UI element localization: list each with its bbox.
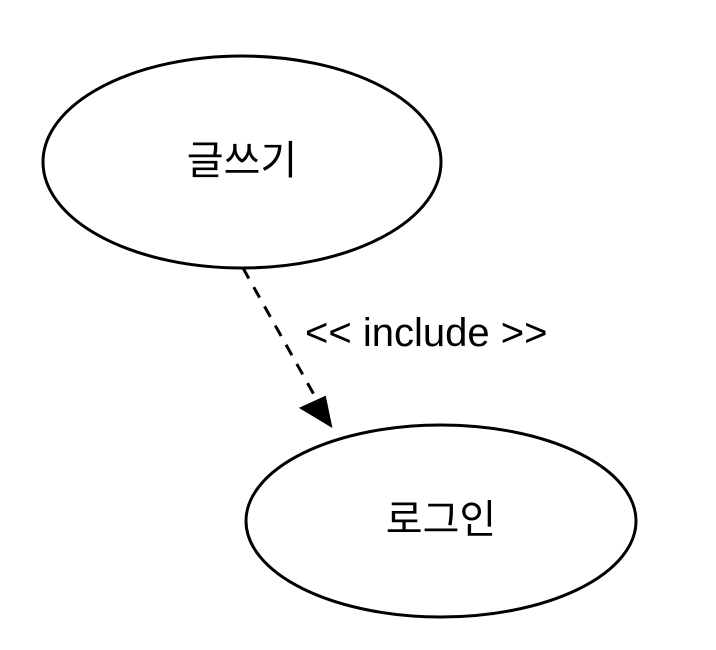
use-case-write[interactable]: 글쓰기	[41, 54, 443, 270]
include-label: << include >>	[305, 311, 547, 355]
use-case-login-label: 로그인	[386, 497, 496, 543]
use-case-write-label: 글쓰기	[187, 138, 297, 184]
use-case-login-ellipse	[244, 423, 638, 619]
use-case-write-ellipse	[41, 54, 443, 270]
include-dashed-line	[241, 267, 319, 401]
include-edge: << include >>	[241, 267, 547, 429]
include-arrowhead	[298, 395, 333, 429]
use-case-login[interactable]: 로그인	[244, 423, 638, 619]
